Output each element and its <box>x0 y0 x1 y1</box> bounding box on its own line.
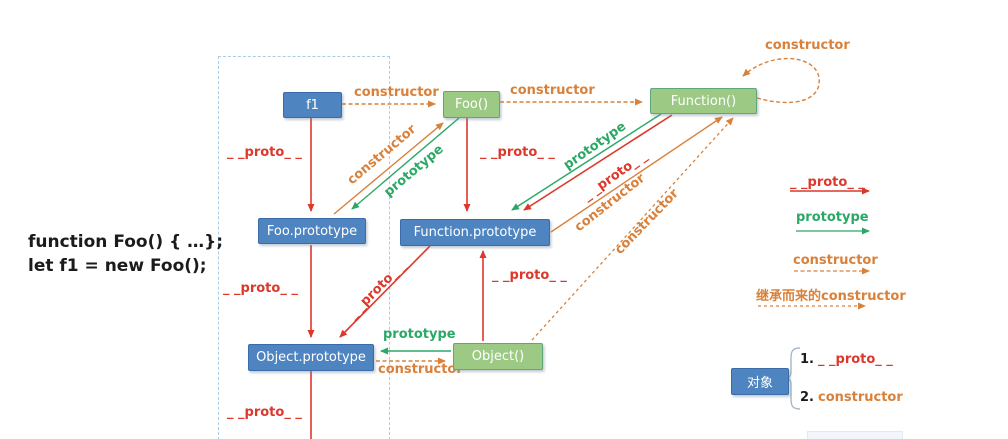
edge-inherited-constructor-object-to-function <box>531 117 734 341</box>
node-object: Object() <box>453 343 543 370</box>
object-summary-item-2: 2. constructor <box>800 390 903 405</box>
node-object-prototype: Object.prototype <box>248 344 374 371</box>
edge-prototype-foo-to-fooproto <box>351 117 460 210</box>
edge-proto-function-to-functionproto <box>523 114 673 211</box>
code-line-1: function Foo() { …}; <box>28 232 223 252</box>
code-line-2: let f1 = new Foo(); <box>28 256 207 276</box>
object-summary-item-2-label: constructor <box>817 390 903 405</box>
node-f1: f1 <box>283 92 342 118</box>
node-foo-prototype: Foo.prototype <box>258 218 366 244</box>
instance-chain-region <box>218 56 390 439</box>
code-snippet: function Foo() { …}; let f1 = new Foo(); <box>28 230 223 278</box>
object-summary-title: 对象 <box>731 368 789 395</box>
node-function-prototype: Function.prototype <box>400 219 550 246</box>
edge-label-proto-foo-vertical: _ _proto_ _ <box>480 145 555 160</box>
legend-label-constructor: constructor <box>793 253 878 268</box>
node-foo: Foo() <box>443 91 500 118</box>
edge-label-prototype-object: prototype <box>383 327 456 342</box>
edge-label-proto-object-vertical: _ _proto_ _ <box>492 268 567 283</box>
edge-label-constructor-object: constructor <box>378 362 463 377</box>
object-summary-item-2-number: 2. <box>800 390 814 405</box>
legend-label-inherited-constructor: 继承而来的constructor <box>756 289 906 304</box>
edge-label-proto-null-chain: _ _proto_ _ <box>227 405 302 420</box>
edge-label-proto-fooproto-chain: _ _proto_ _ <box>223 281 298 296</box>
edge-proto-functionproto-to-objectproto <box>339 245 431 338</box>
edge-constructor-functionproto-to-function <box>550 116 723 233</box>
cropped-box-bottom-edge <box>807 431 903 439</box>
legend-label-prototype: prototype <box>796 210 869 225</box>
object-summary-item-1-label: _ _proto_ _ <box>817 352 893 367</box>
edge-constructor-fooproto-to-foo <box>333 122 444 215</box>
edge-label-constructor-f1-foo: constructor <box>354 85 439 100</box>
edge-label-constructor-foo-function: constructor <box>510 83 595 98</box>
edge-label-constructor-function-self: constructor <box>765 38 850 53</box>
edge-prototype-function-to-functionproto <box>511 113 662 211</box>
legend-label-proto: _ _proto_ _ <box>790 175 865 190</box>
object-summary-item-1: 1. _ _proto_ _ <box>800 352 893 367</box>
object-summary-item-1-number: 1. <box>800 352 814 367</box>
node-function: Function() <box>650 88 757 114</box>
edge-label-proto-f1-chain: _ _proto_ _ <box>227 145 302 160</box>
